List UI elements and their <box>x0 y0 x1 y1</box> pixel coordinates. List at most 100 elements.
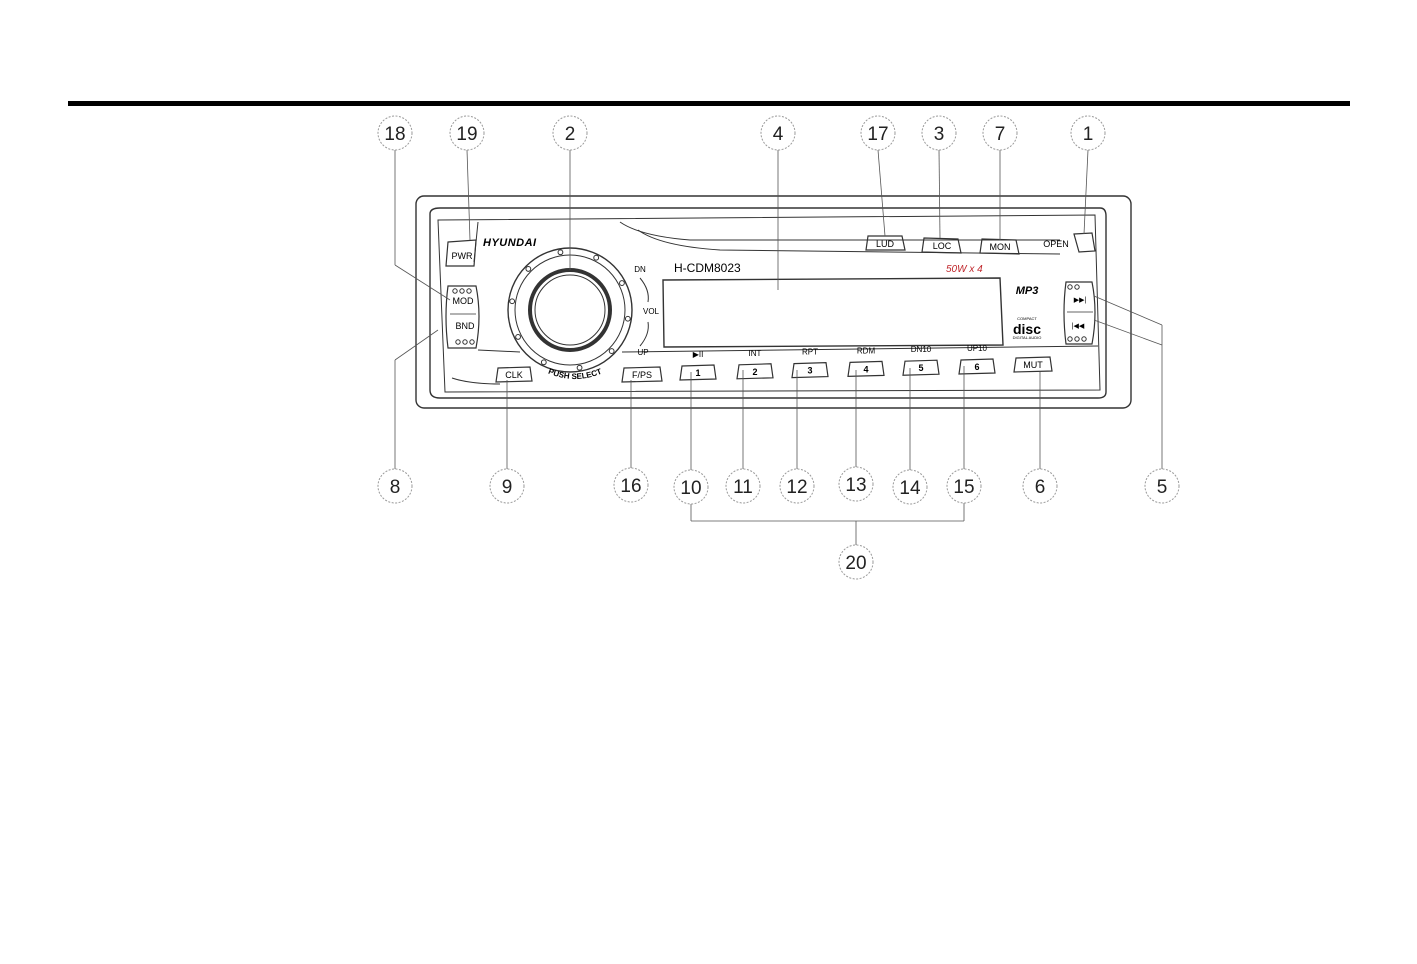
svg-text:9: 9 <box>502 477 513 498</box>
knob-dot <box>515 334 521 340</box>
svg-text:1: 1 <box>1083 124 1094 145</box>
svg-text:15: 15 <box>953 477 974 498</box>
fps-button[interactable]: F/PS <box>621 366 663 383</box>
fps-label: F/PS <box>632 370 652 380</box>
preset-function-label: RDM <box>857 346 876 355</box>
preset-button-2[interactable]: 2 INT <box>736 349 774 380</box>
knob-up-label: UP <box>637 348 648 357</box>
open-label: OPEN <box>1043 239 1069 249</box>
svg-text:20: 20 <box>845 553 866 574</box>
leader-line <box>394 264 451 301</box>
callout-20: 20 <box>838 544 874 580</box>
svg-text:7: 7 <box>995 124 1006 145</box>
lud-button[interactable]: LUD <box>865 235 906 251</box>
header-rule <box>68 101 1350 106</box>
prev-track-icon: |◀◀ <box>1072 323 1085 330</box>
mod-bnd-button[interactable]: MOD BND <box>445 285 480 349</box>
track-skip-button[interactable]: ▶▶| |◀◀ <box>1063 281 1096 345</box>
clk-button[interactable]: CLK <box>495 366 533 383</box>
knob-caption: PUSH SELECT <box>547 367 603 381</box>
preset-button-6[interactable]: 6 UP10 <box>958 344 996 375</box>
svg-text:4: 4 <box>773 124 784 145</box>
brand-logo: HYUNDAI <box>483 237 537 249</box>
knob-dot <box>624 315 631 322</box>
callout-13: 13 <box>838 466 874 502</box>
compact-disc-logo: COMPACT disc DIGITAL AUDIO <box>1013 316 1042 340</box>
knob-dot <box>593 254 600 261</box>
disc-logo-word: disc <box>1013 321 1041 337</box>
pwr-button[interactable]: PWR <box>445 239 477 267</box>
leader-line <box>394 329 439 361</box>
preset-button-4[interactable]: 4 RDM <box>847 346 885 378</box>
callout-1: 1 <box>1070 115 1106 151</box>
knob-up-arrow <box>639 321 649 347</box>
preset-function-label: UP10 <box>967 344 988 353</box>
callout-17: 17 <box>860 115 896 151</box>
loc-label: LOC <box>933 241 952 251</box>
preset-number: 4 <box>863 364 868 374</box>
knob-dot <box>608 348 615 354</box>
knob-dot <box>509 298 516 305</box>
leader-line <box>1093 319 1163 346</box>
disc-logo-top: COMPACT <box>1017 316 1037 321</box>
svg-text:2: 2 <box>565 124 576 145</box>
svg-text:5: 5 <box>1157 477 1168 498</box>
loc-button[interactable]: LOC <box>921 237 962 254</box>
preset-button-1[interactable]: 1▶II <box>679 350 717 381</box>
callout-8: 8 <box>377 468 413 504</box>
clk-label: CLK <box>505 370 523 380</box>
bnd-label: BND <box>455 321 475 331</box>
callout-10: 10 <box>673 469 709 505</box>
callout-3: 3 <box>921 115 957 151</box>
svg-text:19: 19 <box>456 124 477 145</box>
svg-text:10: 10 <box>680 478 701 499</box>
preset-number: 6 <box>974 362 979 372</box>
callout-16: 16 <box>613 467 649 503</box>
callout-15: 15 <box>946 468 982 504</box>
leader-line <box>938 149 941 239</box>
callout-7: 7 <box>982 115 1018 151</box>
knob-dot <box>525 266 532 272</box>
svg-text:11: 11 <box>733 477 753 498</box>
preset-number: 2 <box>752 367 757 377</box>
svg-text:8: 8 <box>390 477 401 498</box>
preset-function-label: INT <box>749 349 762 358</box>
leader-line <box>1093 295 1163 326</box>
power-rating: 50W x 4 <box>946 264 983 275</box>
callout-18: 18 <box>377 115 413 151</box>
callout-12: 12 <box>779 468 815 504</box>
leader-line <box>466 149 471 241</box>
disc-logo-bottom: DIGITAL AUDIO <box>1013 335 1042 340</box>
model-name: H-CDM8023 <box>674 261 741 275</box>
svg-text:14: 14 <box>899 478 921 499</box>
callout-14: 14 <box>892 469 928 505</box>
svg-text:13: 13 <box>845 475 866 496</box>
svg-text:3: 3 <box>934 124 945 145</box>
knob-dn-label: DN <box>634 265 646 274</box>
mut-button[interactable]: MUT <box>1013 356 1053 373</box>
mon-button[interactable]: MON <box>979 238 1020 255</box>
lcd-display <box>662 277 1004 348</box>
svg-text:6: 6 <box>1035 477 1046 498</box>
callout-19: 19 <box>449 115 485 151</box>
mp3-logo: MP3 <box>1016 285 1039 297</box>
preset-function-label: RPT <box>802 348 818 357</box>
svg-text:18: 18 <box>384 124 405 145</box>
pwr-label: PWR <box>452 251 473 261</box>
mut-label: MUT <box>1023 360 1043 370</box>
svg-text:17: 17 <box>867 124 888 145</box>
mod-label: MOD <box>453 296 474 306</box>
leader-line <box>1083 149 1089 235</box>
knob-dot <box>619 280 625 286</box>
callout-6: 6 <box>1022 468 1058 504</box>
lud-label: LUD <box>876 239 895 249</box>
open-button[interactable]: OPEN <box>1043 232 1096 253</box>
knob-dot <box>576 364 583 371</box>
callout-11: 11 <box>725 468 761 504</box>
callout-5: 5 <box>1144 468 1180 504</box>
